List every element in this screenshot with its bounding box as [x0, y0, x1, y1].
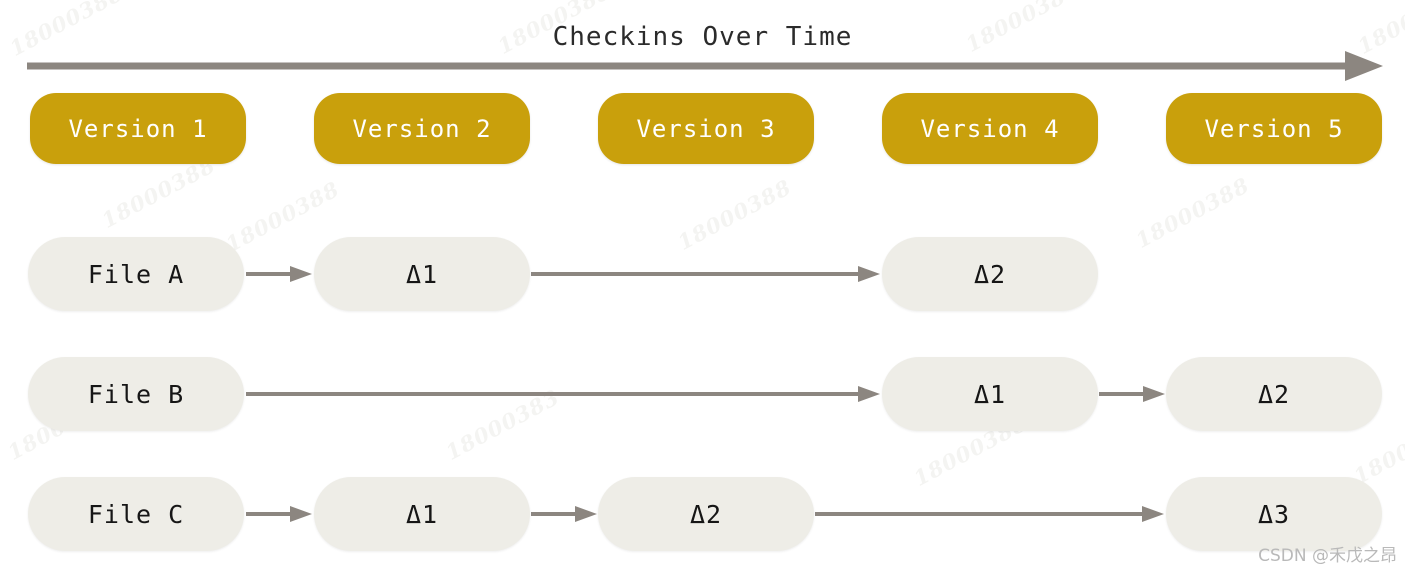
connector-arrow — [531, 506, 597, 522]
node-pill-label: Δ1 — [405, 259, 439, 289]
node-pill[interactable]: File C — [28, 477, 244, 551]
connector-arrow — [246, 386, 880, 402]
version-pill-label: Version 5 — [1204, 114, 1344, 143]
node-pill[interactable]: Δ1 — [882, 357, 1098, 431]
connector-arrow — [1099, 386, 1165, 402]
version-pill-label: Version 3 — [636, 114, 776, 143]
node-pill[interactable]: Δ2 — [1166, 357, 1382, 431]
node-pill-label: Δ2 — [973, 259, 1007, 289]
version-pill-3[interactable]: Version 3 — [598, 93, 814, 164]
node-pill-label: File C — [87, 499, 185, 529]
file-b-row: File B Δ1 Δ2 — [0, 357, 1405, 431]
file-c-row: File C Δ1 Δ2 Δ3 — [0, 477, 1405, 551]
version-pill-4[interactable]: Version 4 — [882, 93, 1098, 164]
connector-arrow — [246, 506, 312, 522]
watermark-text: 18000388 — [97, 152, 220, 233]
node-pill[interactable]: File A — [28, 237, 244, 311]
csdn-credit: CSDN @禾戊之昂 — [1258, 546, 1397, 566]
node-pill[interactable]: Δ1 — [314, 237, 530, 311]
version-pill-label: Version 1 — [68, 114, 208, 143]
version-pill-label: Version 4 — [920, 114, 1060, 143]
node-pill-label: Δ2 — [689, 499, 723, 529]
diagram-title: Checkins Over Time — [552, 22, 853, 52]
version-pill-5[interactable]: Version 5 — [1166, 93, 1382, 164]
node-pill-label: Δ1 — [973, 379, 1007, 409]
node-pill[interactable]: Δ2 — [882, 237, 1098, 311]
file-a-row: File A Δ1 Δ2 — [0, 237, 1405, 311]
connector-arrow — [531, 266, 880, 282]
node-pill-label: Δ1 — [405, 499, 439, 529]
node-pill[interactable]: Δ2 — [598, 477, 814, 551]
node-pill-label: File A — [87, 259, 185, 289]
version-pill-1[interactable]: Version 1 — [30, 93, 246, 164]
version-pill-2[interactable]: Version 2 — [314, 93, 530, 164]
node-pill-label: Δ2 — [1257, 379, 1291, 409]
node-pill-label: File B — [87, 379, 185, 409]
version-pill-label: Version 2 — [352, 114, 492, 143]
node-pill[interactable]: Δ3 — [1166, 477, 1382, 551]
node-pill-label: Δ3 — [1257, 499, 1291, 529]
node-pill[interactable]: File B — [28, 357, 244, 431]
connector-arrow — [815, 506, 1164, 522]
timeline-arrow — [27, 50, 1383, 86]
node-pill[interactable]: Δ1 — [314, 477, 530, 551]
connector-arrow — [246, 266, 312, 282]
